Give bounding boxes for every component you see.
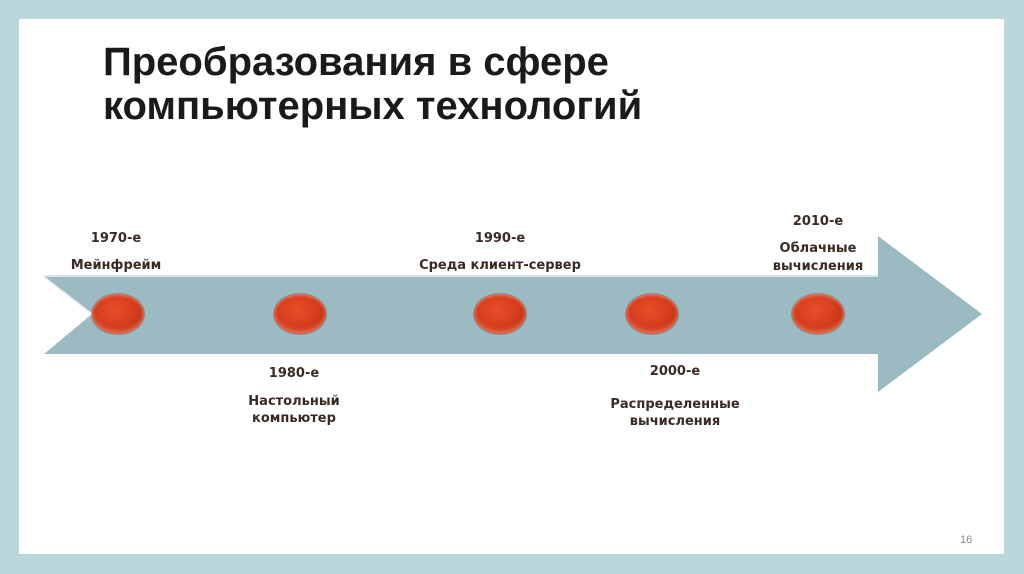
title-line-2: компьютерных технологий	[103, 84, 643, 128]
event-1980-label-line2: компьютер	[252, 411, 336, 426]
event-1990-label: Среда клиент-сервер	[419, 258, 581, 273]
event-1990-decade: 1990-е	[474, 231, 526, 246]
timeline-dot-2000	[626, 294, 678, 334]
event-2010-label-line1: Облачные	[779, 241, 857, 256]
event-1980-label-line1: Настольный	[248, 394, 340, 409]
event-1970-label: Мейнфрейм	[70, 258, 162, 273]
timeline-dot-1970	[92, 294, 144, 334]
timeline-dot-1990	[474, 294, 526, 334]
event-1980-decade: 1980-е	[268, 366, 320, 381]
event-2000-label-line1: Распределенные	[610, 397, 740, 412]
timeline-dot-1980	[274, 294, 326, 334]
event-2010-label-line2: вычисления	[772, 259, 864, 274]
page-number: 16	[960, 534, 973, 546]
event-2000-label-line2: вычисления	[629, 414, 721, 429]
event-1970-decade: 1970-е	[90, 231, 142, 246]
event-2000-decade: 2000-е	[649, 364, 701, 379]
slide-title: Преобразования в сфере компьютерных техн…	[103, 40, 642, 128]
timeline-dot-2010	[792, 294, 844, 334]
title-line-1: Преобразования в сфере	[103, 40, 609, 84]
event-2010-decade: 2010-е	[792, 214, 844, 229]
